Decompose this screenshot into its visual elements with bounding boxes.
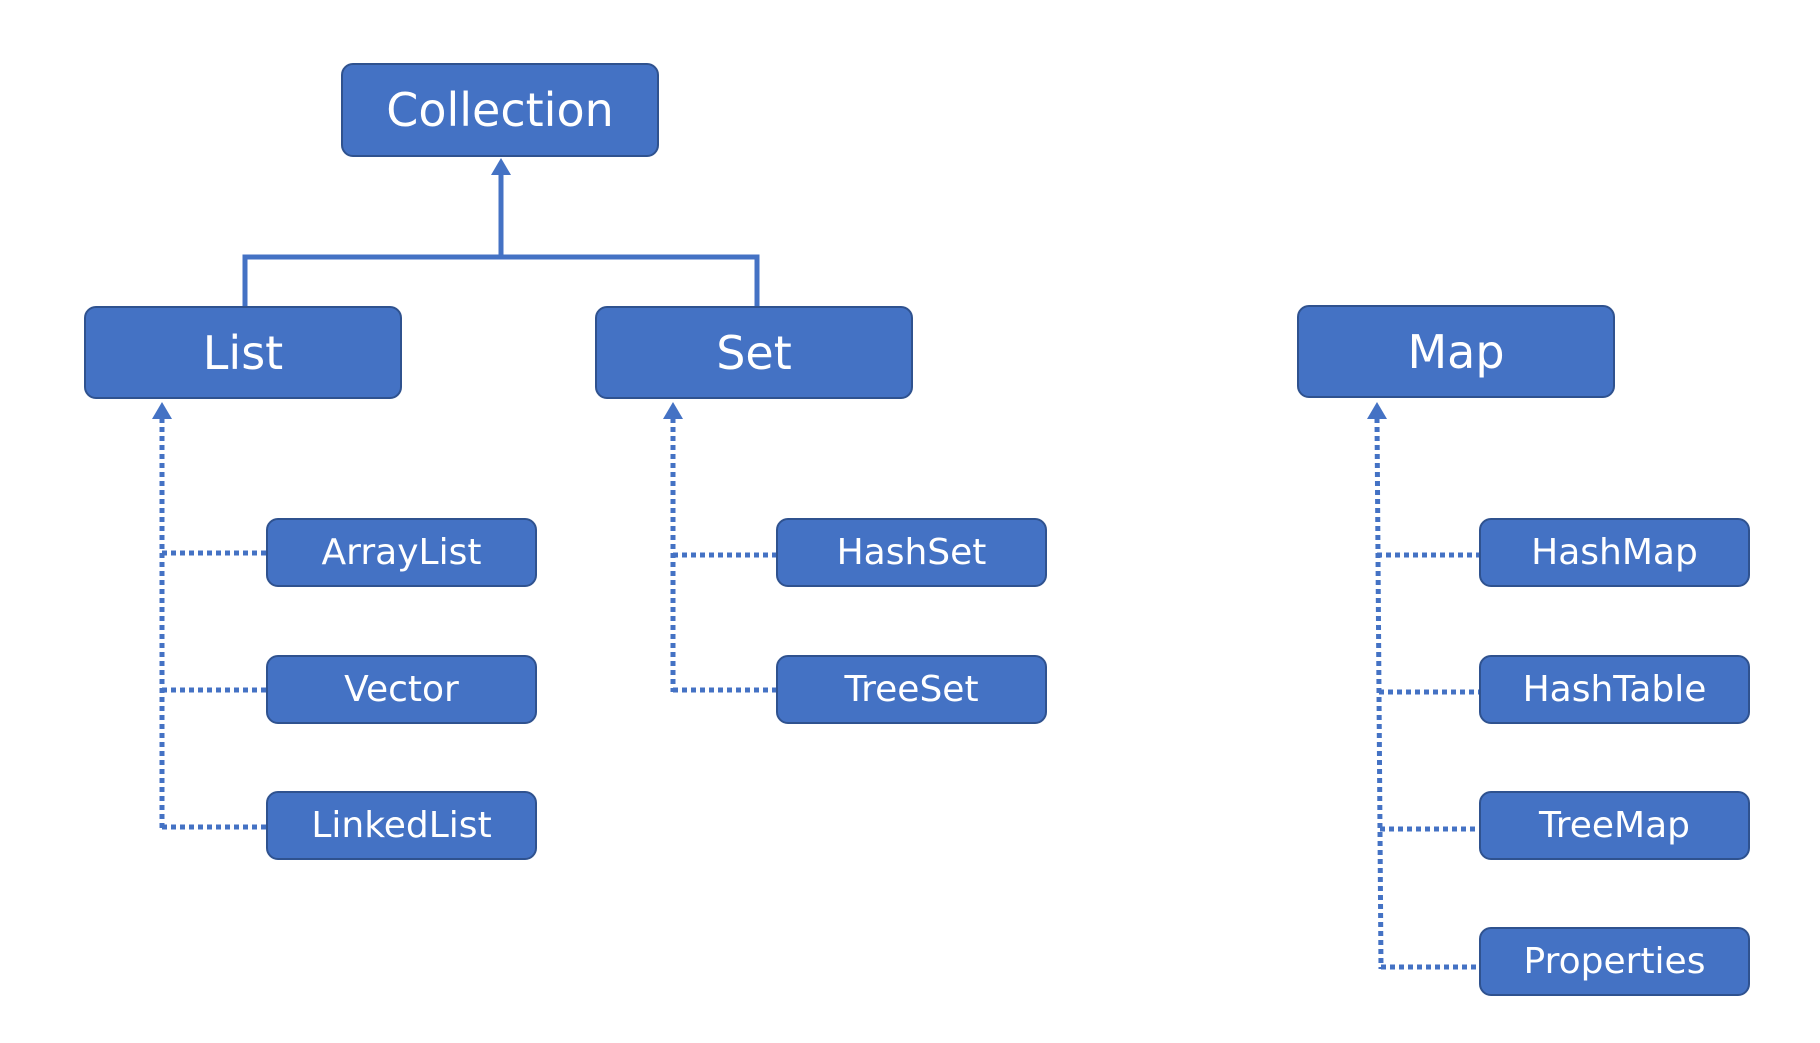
node-arraylist: ArrayList xyxy=(266,518,537,587)
node-treemap: TreeMap xyxy=(1479,791,1750,860)
dotted-connector-set xyxy=(670,418,776,693)
node-hashset: HashSet xyxy=(776,518,1047,587)
edge-list-collection xyxy=(242,254,501,306)
arrowhead-map-icon xyxy=(1367,402,1387,419)
node-hashtable: HashTable xyxy=(1479,655,1750,724)
node-map: Map xyxy=(1297,305,1615,398)
node-linkedlist: LinkedList xyxy=(266,791,537,860)
node-hashmap: HashMap xyxy=(1479,518,1750,587)
arrowhead-list-icon xyxy=(152,402,172,419)
node-treeset: TreeSet xyxy=(776,655,1047,724)
node-vector: Vector xyxy=(266,655,537,724)
edge-map-trunk xyxy=(1374,417,1384,970)
dotted-connector-list xyxy=(159,418,266,830)
node-list: List xyxy=(84,306,402,399)
node-set: Set xyxy=(595,306,913,399)
node-collection: Collection xyxy=(341,63,659,157)
arrowhead-collection-icon xyxy=(491,158,511,175)
node-properties: Properties xyxy=(1479,927,1750,996)
arrowhead-set-icon xyxy=(663,402,683,419)
dotted-connector-map xyxy=(1374,417,1479,970)
edge-set-collection xyxy=(501,254,760,306)
solid-connector-collection xyxy=(242,158,760,306)
